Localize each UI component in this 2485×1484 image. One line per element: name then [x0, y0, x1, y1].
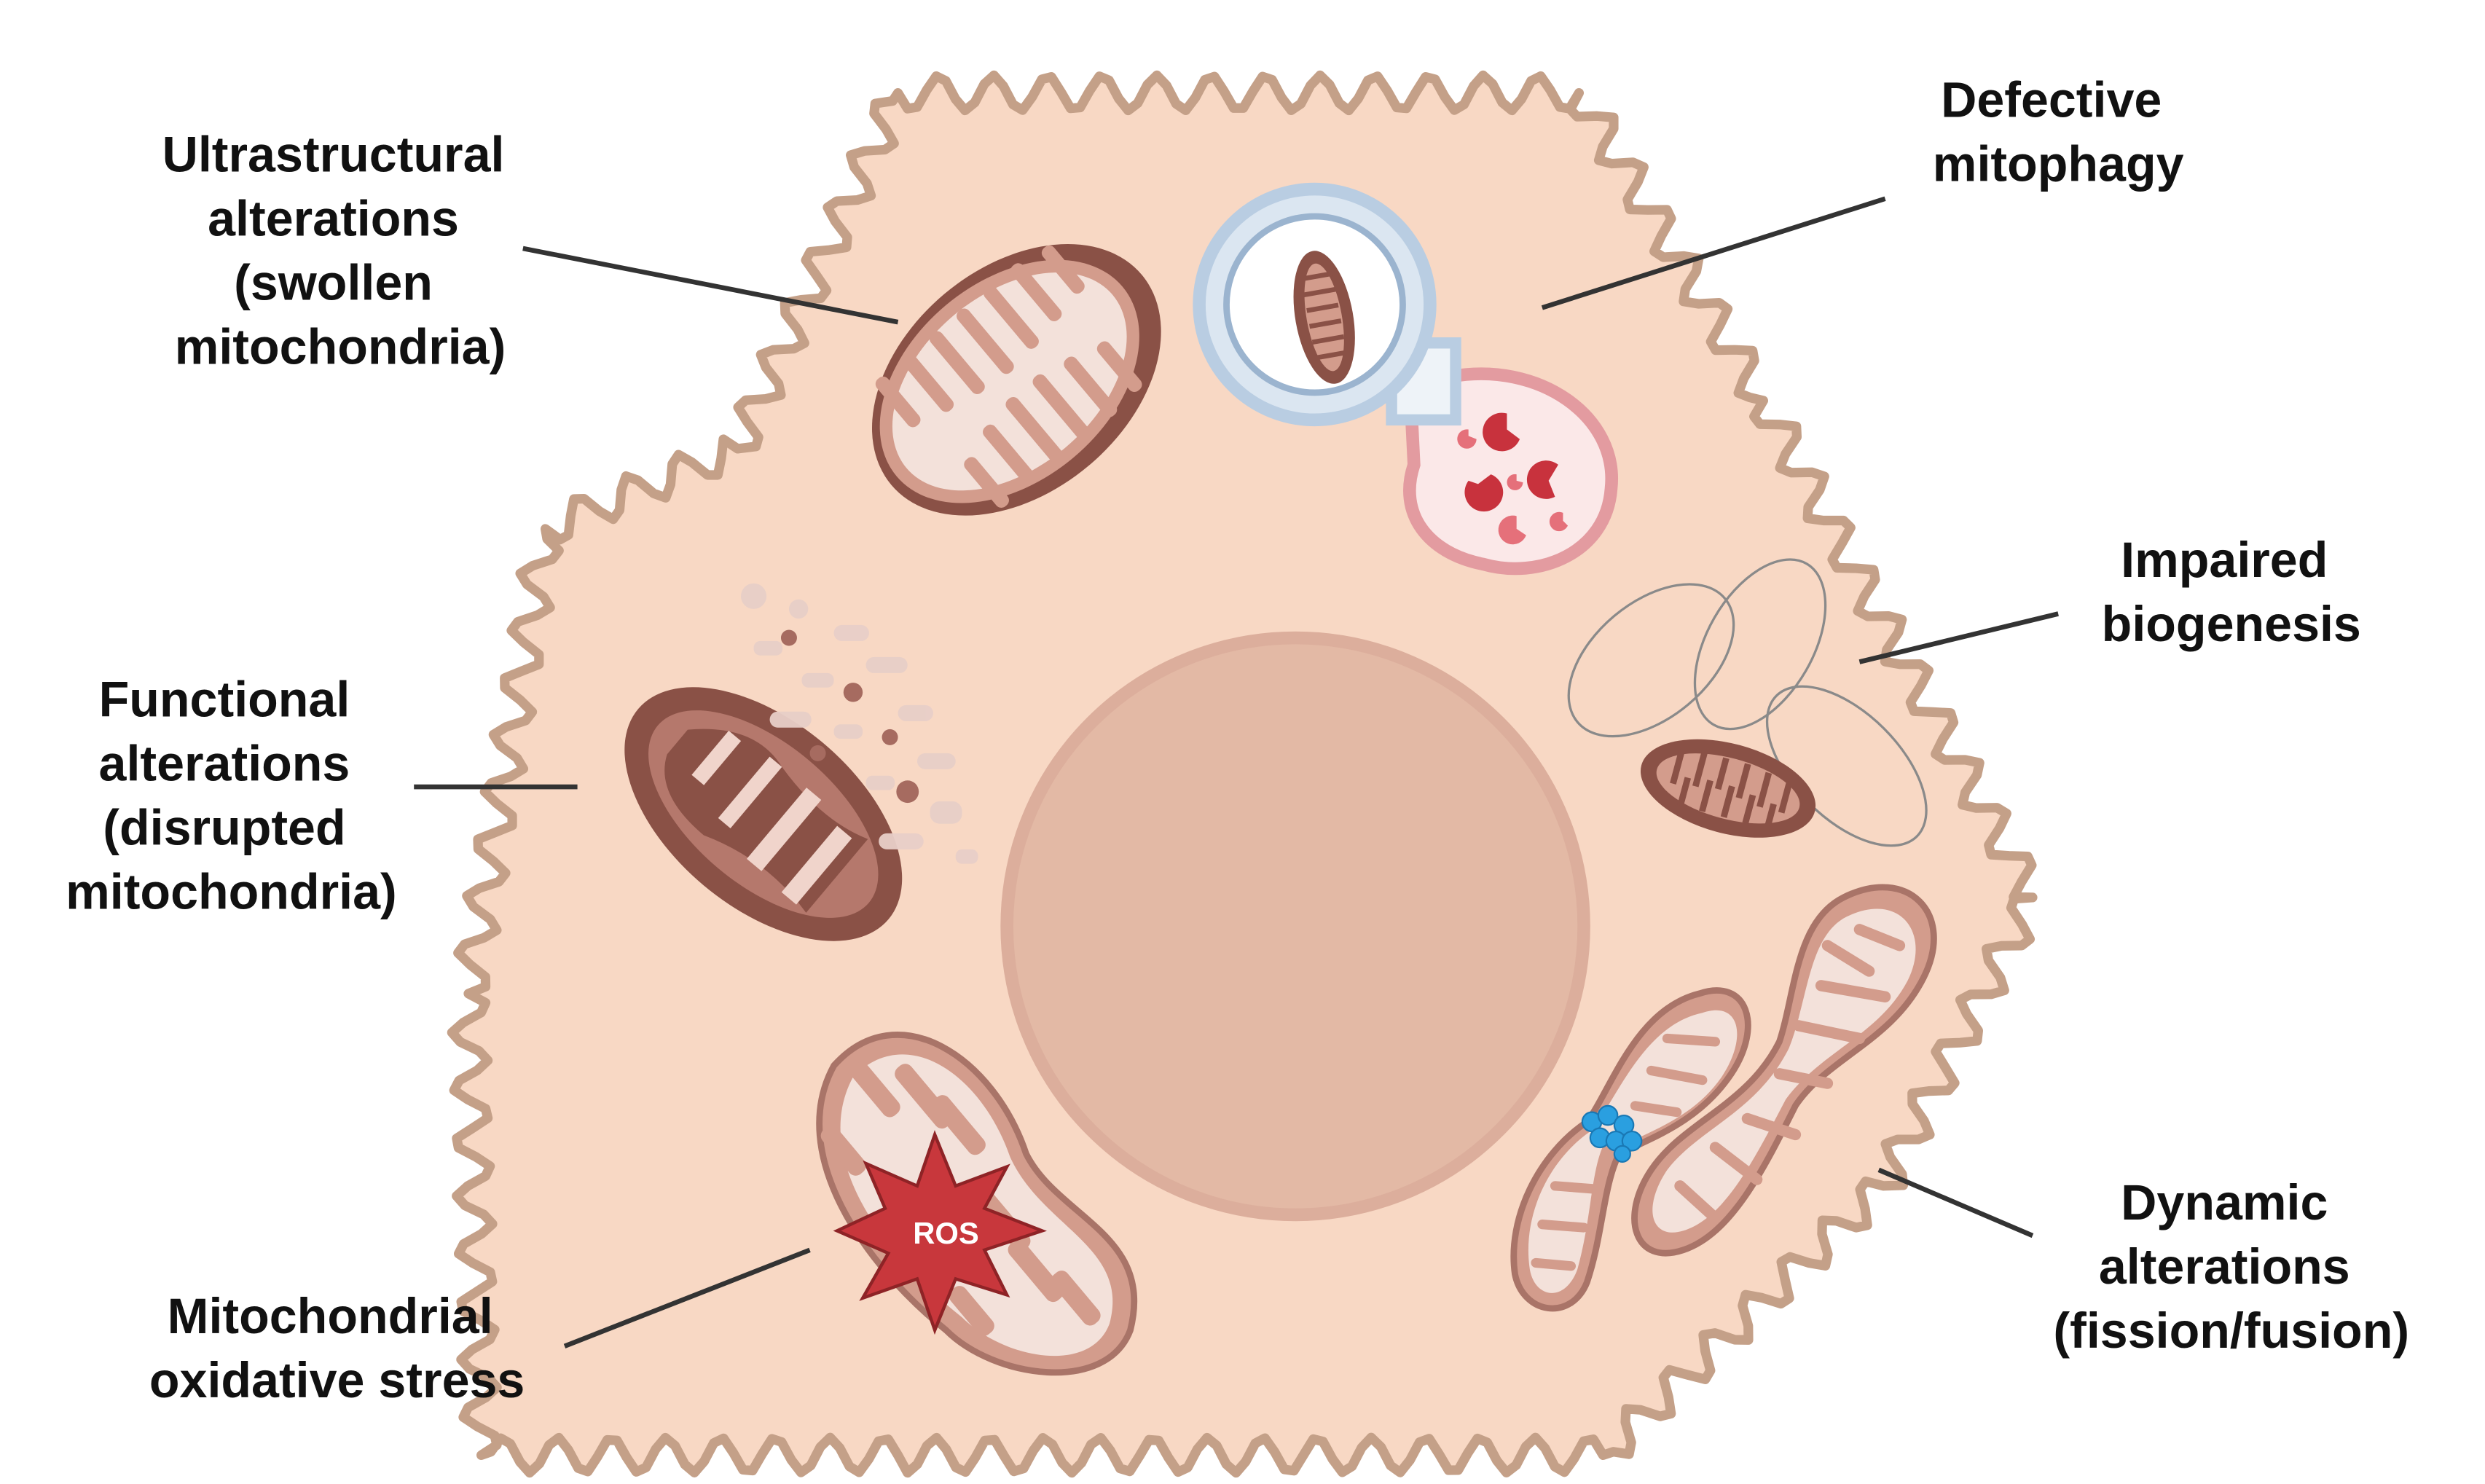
leader-line-ultrastructural: [522, 246, 899, 325]
ros-burst: [833, 1130, 1048, 1335]
nucleus: [1000, 631, 1590, 1222]
autolysosome: [1193, 182, 1618, 576]
leader-line-dynamic: [1877, 1167, 2034, 1238]
drp1-beads: [1581, 1104, 1643, 1163]
leader-line-mitophagy: [1541, 196, 1886, 310]
label-biogenesis: Impaired biogenesis: [2102, 533, 2361, 652]
leader-lines: [414, 196, 2059, 1348]
label-functional: Functional alterations (disrupted mitoch…: [66, 672, 397, 919]
swollen-mitochondrion: [871, 244, 1161, 516]
leader-line-biogenesis: [1858, 611, 2059, 664]
oxidative-stress-mitochondrion: ROS: [816, 1032, 1138, 1376]
label-oxidative: Mitochondrial oxidative stress: [149, 1289, 525, 1408]
lysosomal-enzymes: [1457, 412, 1569, 545]
impaired-biogenesis: [1567, 558, 1928, 847]
engulfed-mitochondrion: [1293, 251, 1355, 384]
label-dynamic: Dynamic alterations (fission/fusion): [2053, 1175, 2409, 1359]
labels: Ultrastructural alterations (swollen mit…: [66, 73, 2409, 1409]
small-mitochondrion: [1640, 739, 1816, 838]
label-ultrastructural: Ultrastructural alterations (swollen mit…: [162, 127, 519, 374]
leader-line-oxidative: [563, 1247, 811, 1348]
fission-fusion-mitochondria: [1510, 884, 1937, 1312]
ros-label: ROS: [913, 1216, 979, 1250]
disrupted-mitochondrion: [624, 583, 978, 941]
label-mitophagy: Defective mitophagy: [1933, 73, 2184, 192]
